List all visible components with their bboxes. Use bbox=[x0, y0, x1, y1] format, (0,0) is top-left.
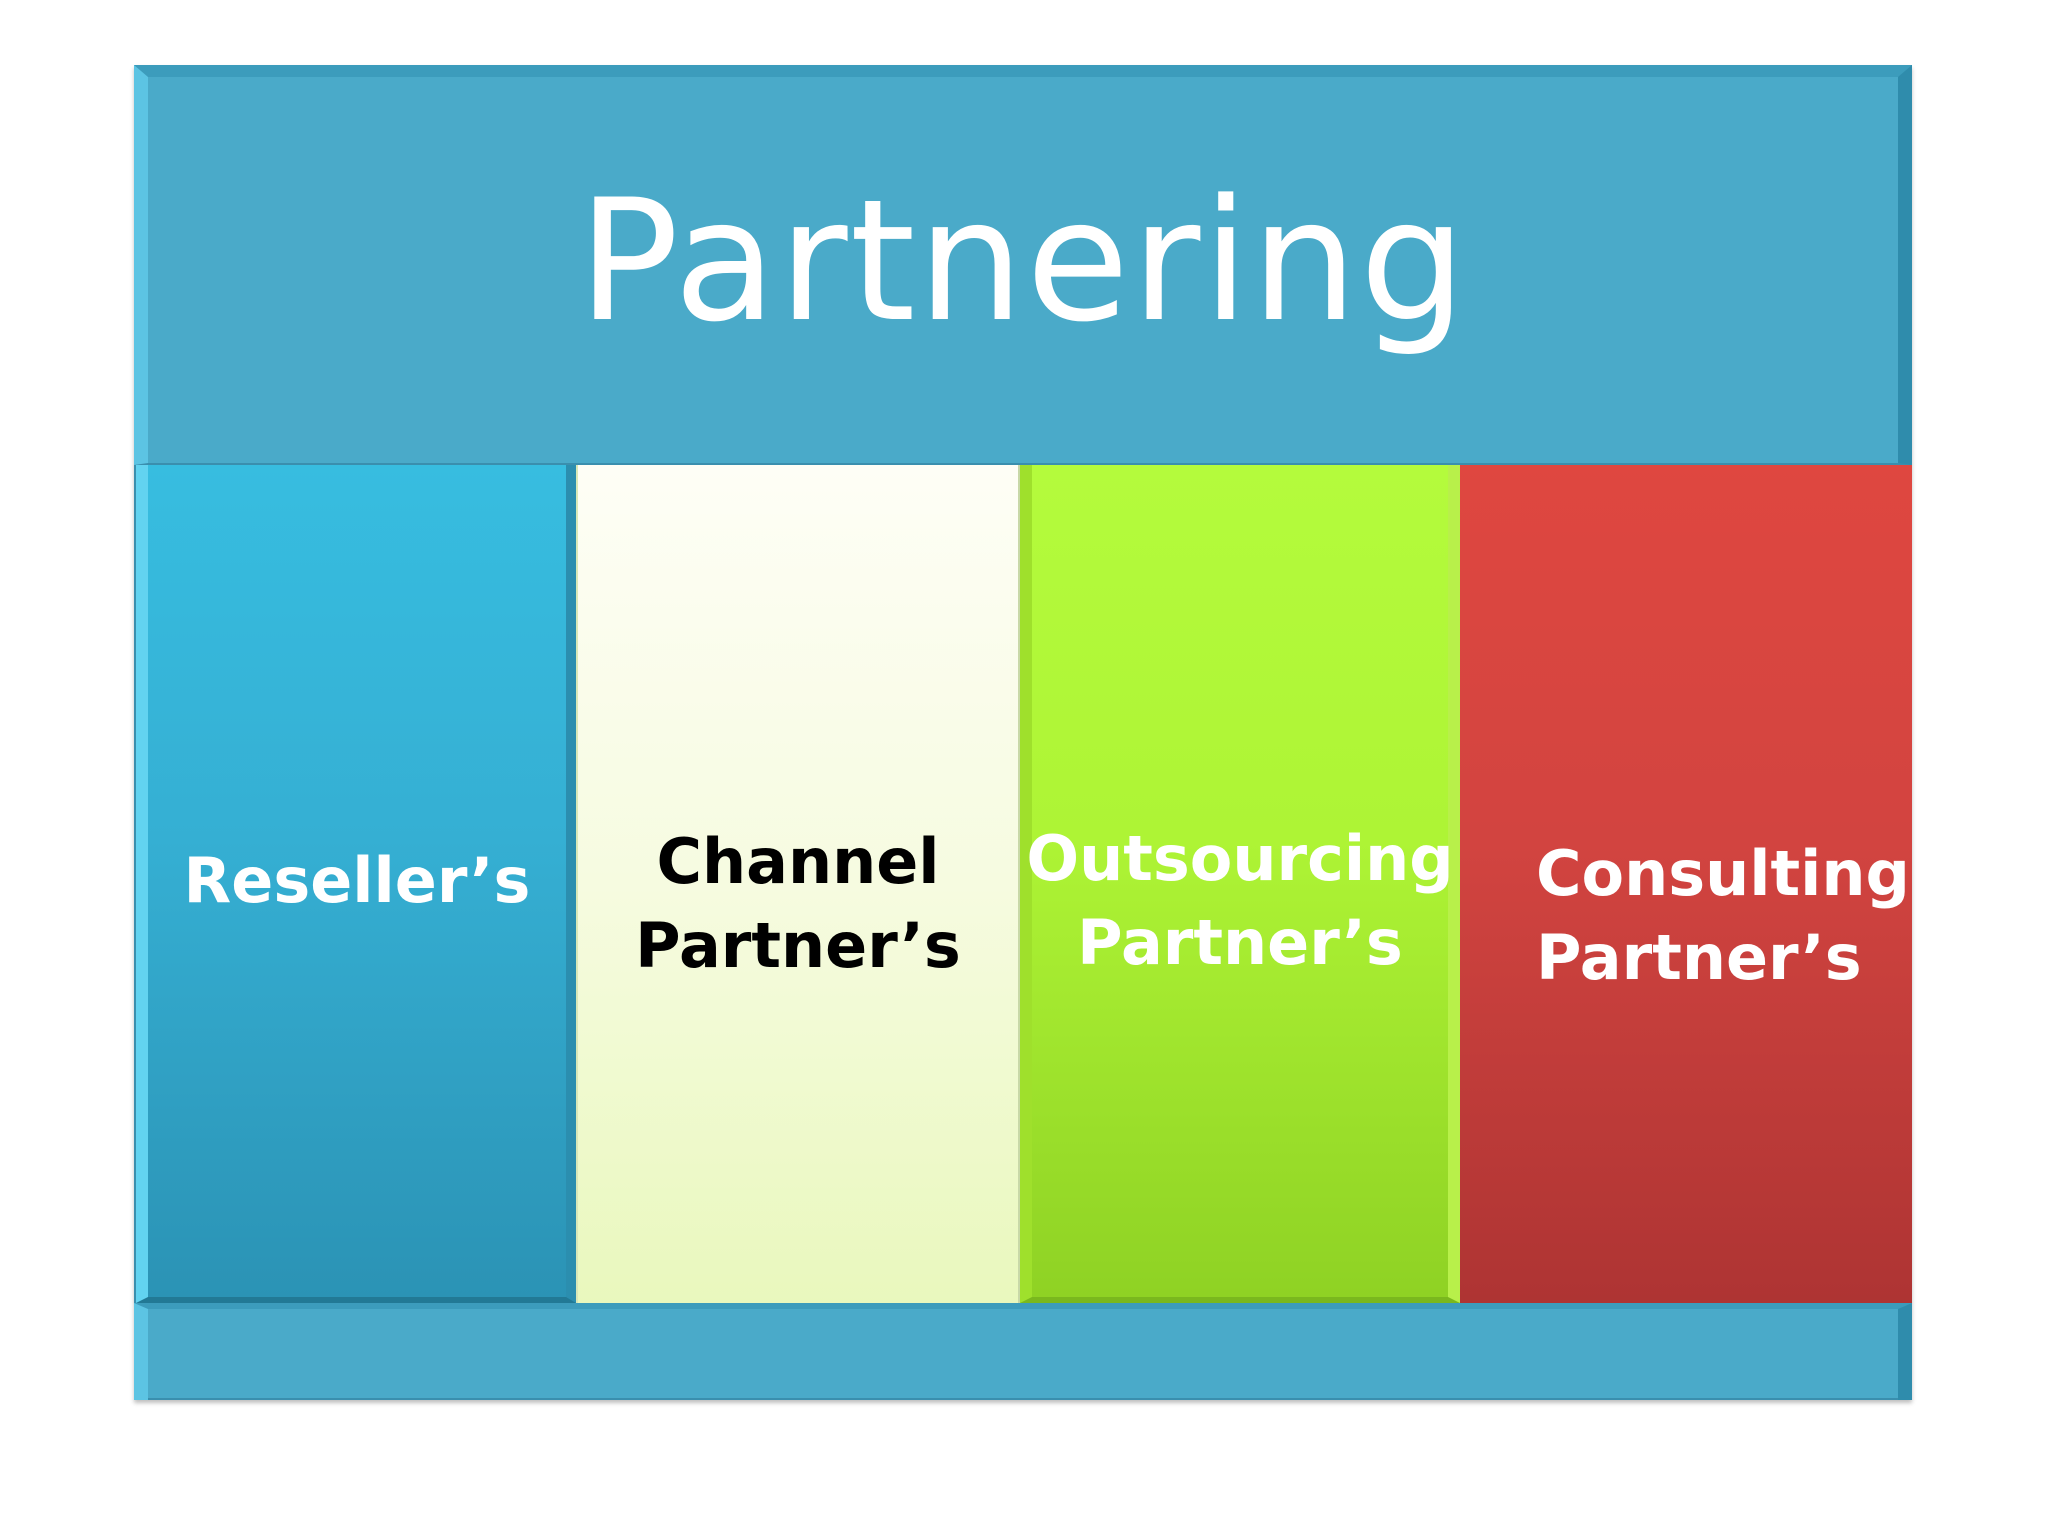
column-label: Reseller’s bbox=[184, 839, 531, 923]
column-resellers: Reseller’s bbox=[136, 465, 576, 1303]
column-label-line: Partner’s bbox=[635, 909, 961, 982]
column-label: Channel Partner’s bbox=[635, 820, 961, 987]
footer-bar bbox=[134, 1303, 1912, 1400]
column-label: Consulting Partner’s bbox=[1536, 832, 1910, 999]
column-label-line: Partner’s bbox=[1077, 906, 1403, 979]
column-channel-partners: Channel Partner’s bbox=[576, 465, 1020, 1303]
column-outsourcing-partners: Outsourcing Partner’s bbox=[1020, 465, 1460, 1303]
diagram-title: Partnering bbox=[577, 163, 1469, 359]
column-label: Outsourcing Partner’s bbox=[1026, 817, 1453, 984]
column-consulting-partners: Consulting Partner’s bbox=[1460, 465, 1912, 1303]
column-label-line: Outsourcing bbox=[1026, 822, 1454, 896]
header-bar: Partnering bbox=[134, 65, 1912, 465]
column-label-line: Channel bbox=[656, 825, 940, 899]
column-label-line: Reseller’s bbox=[183, 844, 531, 918]
column-label-line: Partner’s bbox=[1536, 921, 1862, 994]
column-label-line: Consulting bbox=[1536, 837, 1910, 911]
columns-row: Reseller’s Channel Partner’s Outsourcing… bbox=[136, 465, 1912, 1303]
